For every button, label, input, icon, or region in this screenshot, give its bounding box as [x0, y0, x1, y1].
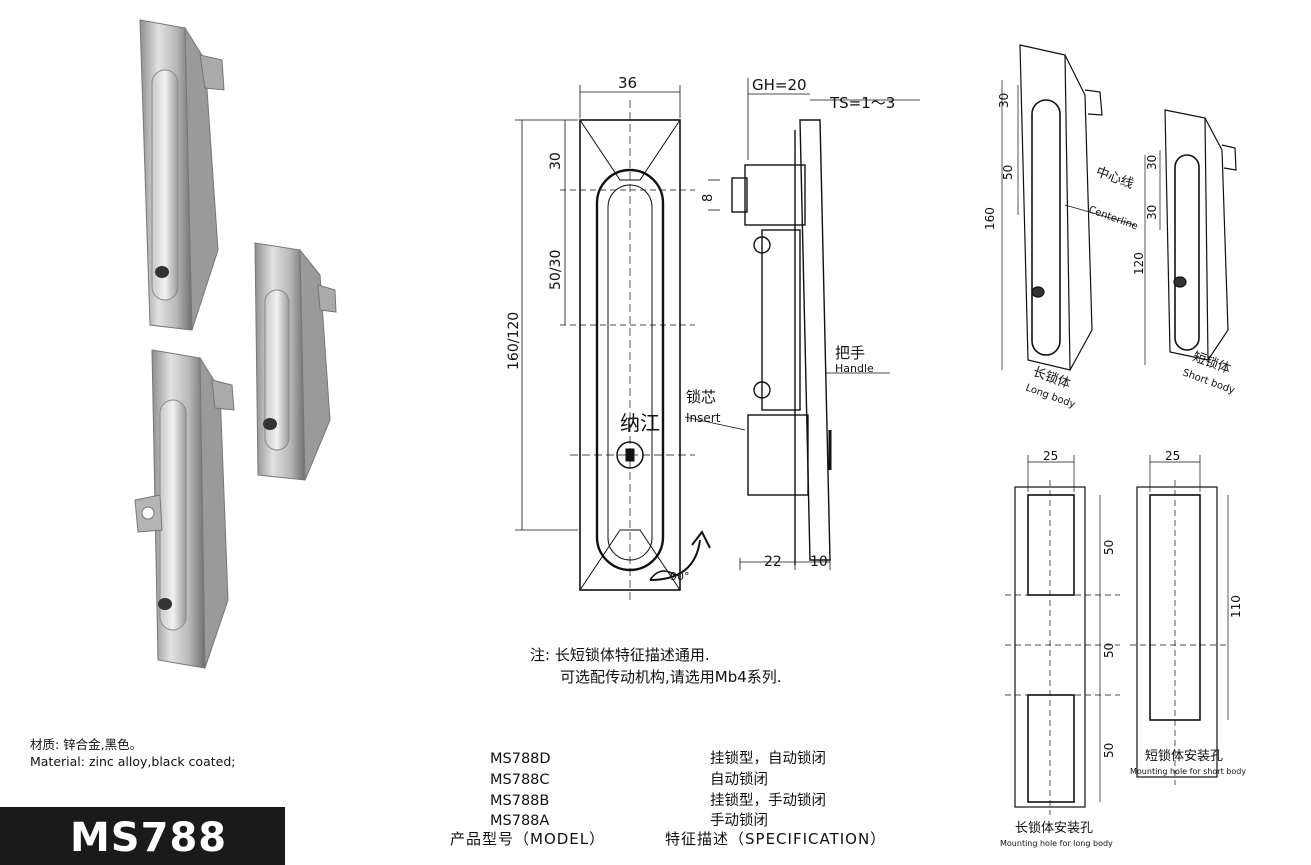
table-spec-2: 自动锁闭 — [710, 772, 768, 788]
watermark: 纳江 — [620, 411, 660, 435]
short-body-view — [1164, 109, 1237, 361]
long-mounting-hole — [1005, 455, 1120, 815]
table-spec-4: 手动锁闭 — [710, 813, 768, 829]
body-dimension-lines — [1001, 80, 1161, 370]
short-hole-width: 25 — [1165, 449, 1180, 463]
table-header-spec: 特征描述（SPECIFICATION） — [665, 830, 887, 848]
note-line-1: 注: 长短锁体特征描述通用. — [530, 646, 710, 664]
photo-padlock-lock — [134, 349, 235, 669]
table-model-4: MS788A — [490, 813, 550, 829]
table-model-3: MS788B — [490, 793, 550, 809]
label-insert-cn: 锁芯 — [686, 388, 716, 406]
long-dim-total: 160 — [983, 207, 997, 230]
body-views: 30 50 160 30 30 120 中心线 Centerline 长锁体 L… — [983, 44, 1237, 411]
dim-top: 30 — [548, 152, 564, 170]
dim-square: 8 — [701, 194, 716, 202]
short-dim-mid: 30 — [1145, 205, 1159, 220]
long-hole-seg3: 50 — [1102, 743, 1116, 758]
dim-depth1: 22 — [764, 554, 782, 570]
short-dim-top: 30 — [1145, 155, 1159, 170]
front-dimensions — [515, 85, 711, 581]
material-cn: 材质: 锌合金,黑色。 — [30, 737, 143, 752]
long-hole-seg1: 50 — [1102, 540, 1116, 555]
front-side-drawing: 36 30 50/30 160/120 90° 纳江 GH=20 TS=1～3 … — [506, 74, 920, 600]
table-model-1: MS788D — [490, 751, 551, 767]
dim-ts: TS=1～3 — [829, 94, 895, 112]
dim-depth2: 10 — [810, 554, 828, 570]
dim-total: 160/120 — [506, 312, 522, 370]
model-badge: MS788 — [0, 807, 285, 865]
short-hole-cn: 短锁体安装孔 — [1145, 748, 1223, 764]
note-line-2: 可选配传动机构,请选用Mb4系列. — [560, 668, 782, 686]
photo-long-lock — [139, 19, 225, 331]
mounting-holes: 25 50 50 50 25 110 短锁体安装孔 Mounting hole … — [1000, 449, 1246, 848]
long-hole-seg2: 50 — [1102, 643, 1116, 658]
centerline-en: Centerline — [1087, 204, 1139, 232]
centerline-cn: 中心线 — [1094, 165, 1136, 192]
note: 注: 长短锁体特征描述通用. 可选配传动机构,请选用Mb4系列. — [530, 644, 782, 688]
dim-rotation: 90° — [670, 570, 690, 583]
model-badge-text: MS788 — [70, 815, 228, 861]
long-hole-width: 25 — [1043, 449, 1058, 463]
dim-gh: GH=20 — [752, 76, 807, 94]
dim-width: 36 — [618, 74, 637, 92]
table-model-2: MS788C — [490, 772, 550, 788]
short-hole-en: Mounting hole for short body — [1130, 767, 1246, 776]
long-body-view — [1019, 44, 1103, 371]
material-en: Material: zinc alloy,black coated; — [30, 754, 236, 769]
front-view — [560, 100, 695, 600]
long-dim-top: 30 — [997, 93, 1011, 108]
long-dim-mid: 50 — [1001, 165, 1015, 180]
photo-short-lock — [254, 242, 337, 481]
label-handle-en: Handle — [835, 362, 874, 375]
material-text: 材质: 锌合金,黑色。 Material: zinc alloy,black c… — [30, 736, 235, 770]
table-header-model: 产品型号（MODEL） — [450, 830, 606, 848]
side-view — [731, 119, 832, 565]
short-hole-height: 110 — [1229, 595, 1243, 618]
long-hole-en: Mounting hole for long body — [1000, 839, 1113, 848]
table-spec-1: 挂锁型，自动锁闭 — [710, 751, 826, 767]
long-hole-cn: 长锁体安装孔 — [1015, 820, 1093, 836]
table-spec-3: 挂锁型，手动锁闭 — [710, 793, 826, 809]
label-insert-en: Insert — [686, 411, 721, 425]
product-photos — [134, 19, 337, 669]
label-handle-cn: 把手 — [835, 344, 865, 362]
short-mounting-hole — [1130, 455, 1230, 785]
short-dim-total: 120 — [1132, 252, 1146, 275]
side-dimensions — [684, 78, 920, 570]
dim-mid: 50/30 — [548, 250, 564, 290]
